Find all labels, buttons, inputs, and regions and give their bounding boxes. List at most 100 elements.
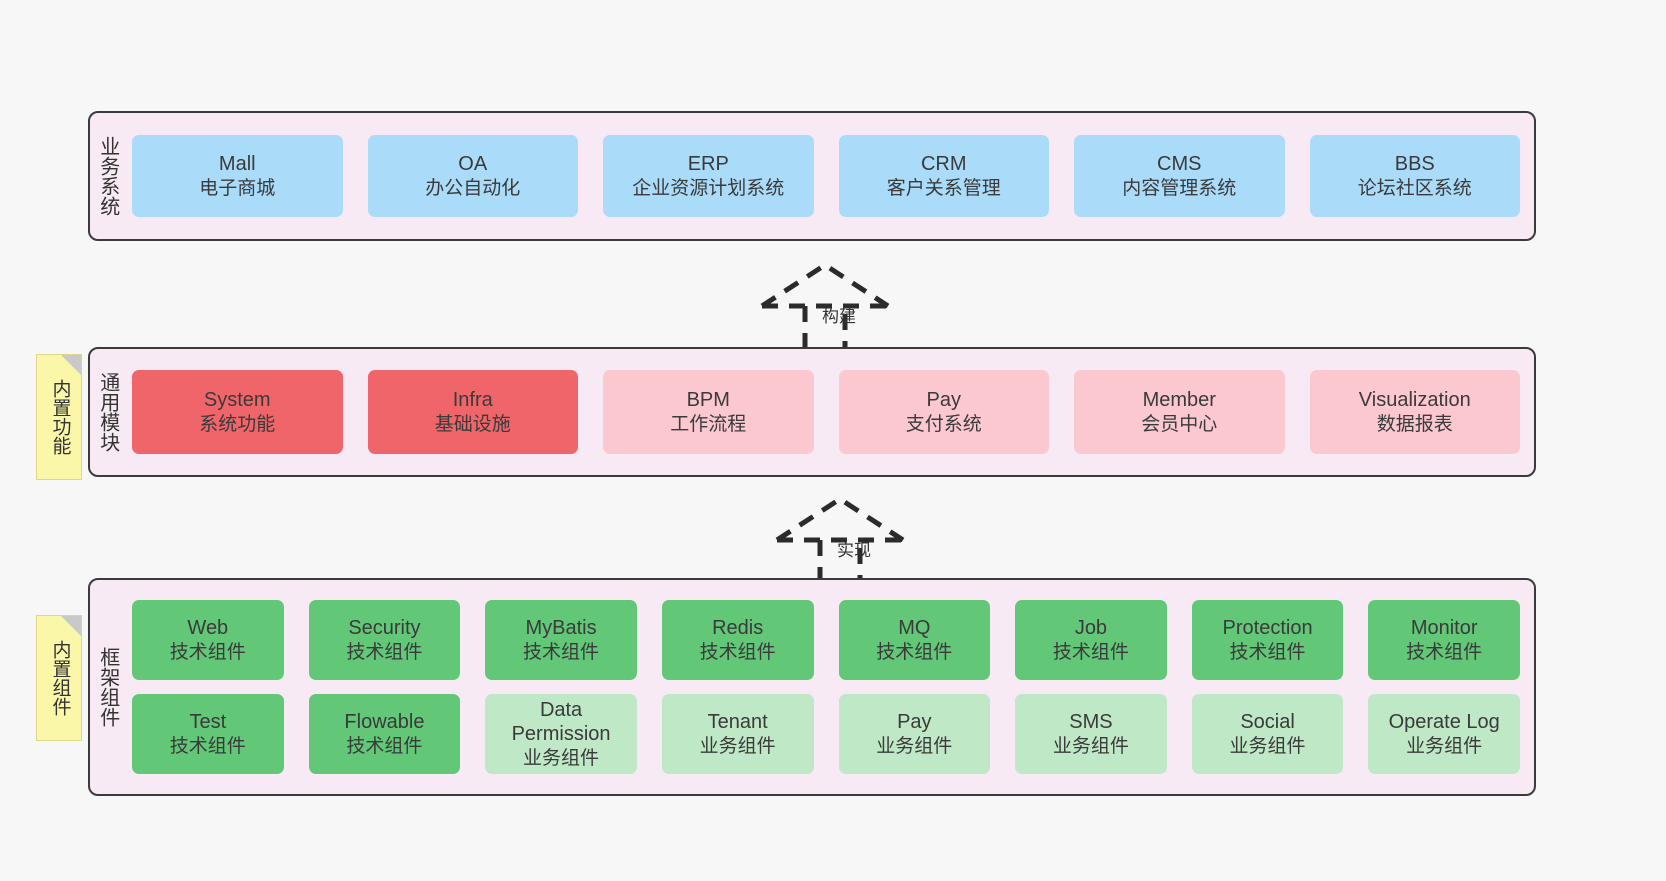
note-builtin-component: 内置组件 — [36, 615, 82, 741]
node-subtitle: 技术组件 — [1229, 641, 1306, 663]
layer-title-business-system: 业务系统 — [96, 136, 119, 216]
node-row: System 系统功能 Infra 基础设施 BPM 工作流程 Pay 支付系统… — [132, 370, 1520, 454]
node-title: OA — [458, 153, 488, 176]
node-subtitle: 业务组件 — [876, 735, 953, 757]
node-subtitle: 技术组件 — [1052, 641, 1129, 663]
node-crm[interactable]: CRM 客户关系管理 — [838, 135, 1049, 217]
layer-body-framework-component: Web 技术组件 Security 技术组件 MyBatis 技术组件 Redi… — [124, 580, 1534, 794]
node-title: Pay — [897, 711, 932, 734]
node-subtitle: 技术组件 — [169, 735, 246, 757]
node-visualization[interactable]: Visualization 数据报表 — [1309, 370, 1520, 454]
layer-body-common-module: System 系统功能 Infra 基础设施 BPM 工作流程 Pay 支付系统… — [124, 349, 1534, 475]
node-bbs[interactable]: BBS 论坛社区系统 — [1309, 135, 1520, 217]
node-mybatis[interactable]: MyBatis 技术组件 — [485, 600, 637, 680]
node-bpm[interactable]: BPM 工作流程 — [603, 370, 814, 454]
arrow-implement-label: 实现 — [837, 541, 871, 560]
node-tenant[interactable]: Tenant 业务组件 — [661, 694, 814, 774]
arrow-implement: 实现 — [770, 492, 920, 589]
node-title: Data Permission — [511, 699, 611, 746]
node-subtitle: 业务组件 — [1229, 735, 1306, 757]
node-subtitle: 业务组件 — [523, 747, 600, 769]
node-oa[interactable]: OA 办公自动化 — [367, 135, 578, 217]
node-title: Tenant — [707, 711, 768, 734]
layer-business-system: 业务系统 Mall 电子商城 OA 办公自动化 ERP 企业资源计划系统 CRM… — [88, 111, 1536, 241]
node-test[interactable]: Test 技术组件 — [132, 694, 284, 774]
node-row: Web 技术组件 Security 技术组件 MyBatis 技术组件 Redi… — [132, 600, 1520, 680]
node-title: Protection — [1222, 617, 1313, 640]
node-subtitle: 企业资源计划系统 — [632, 177, 785, 199]
node-security[interactable]: Security 技术组件 — [308, 600, 461, 680]
layer-body-business-system: Mall 电子商城 OA 办公自动化 ERP 企业资源计划系统 CRM 客户关系… — [124, 113, 1534, 239]
node-title: Monitor — [1410, 617, 1478, 640]
node-title: CMS — [1157, 153, 1202, 176]
node-system[interactable]: System 系统功能 — [132, 370, 343, 454]
node-title: Member — [1142, 389, 1216, 412]
node-title: Redis — [712, 617, 764, 640]
node-title: ERP — [687, 153, 729, 176]
node-title: MQ — [898, 617, 931, 640]
node-job[interactable]: Job 技术组件 — [1015, 600, 1167, 680]
node-title: MyBatis — [525, 617, 597, 640]
note-builtin-function: 内置功能 — [36, 354, 82, 480]
node-title: BBS — [1394, 153, 1435, 176]
node-data-permission[interactable]: Data Permission 业务组件 — [485, 694, 637, 774]
node-mall[interactable]: Mall 电子商城 — [132, 135, 343, 217]
node-subtitle: 数据报表 — [1376, 413, 1453, 435]
node-subtitle: 系统功能 — [199, 413, 276, 435]
node-operate-log[interactable]: Operate Log 业务组件 — [1368, 694, 1520, 774]
node-subtitle: 业务组件 — [1406, 735, 1483, 757]
node-flowable[interactable]: Flowable 技术组件 — [308, 694, 461, 774]
node-title: Test — [189, 711, 227, 734]
node-sms[interactable]: SMS 业务组件 — [1015, 694, 1167, 774]
node-subtitle: 技术组件 — [346, 641, 423, 663]
node-infra[interactable]: Infra 基础设施 — [367, 370, 578, 454]
layer-title-common-module: 通用模块 — [96, 372, 119, 452]
note-builtin-function-label: 内置功能 — [49, 379, 71, 455]
node-member[interactable]: Member 会员中心 — [1074, 370, 1285, 454]
node-social[interactable]: Social 业务组件 — [1191, 694, 1344, 774]
node-subtitle: 业务组件 — [699, 735, 776, 757]
node-pay[interactable]: Pay 支付系统 — [838, 370, 1049, 454]
node-title: Security — [348, 617, 421, 640]
node-erp[interactable]: ERP 企业资源计划系统 — [603, 135, 814, 217]
node-title: Web — [187, 617, 229, 640]
node-title: Pay — [926, 389, 961, 412]
node-protection[interactable]: Protection 技术组件 — [1191, 600, 1344, 680]
note-fold-corner-icon — [61, 355, 81, 375]
node-subtitle: 工作流程 — [670, 413, 747, 435]
node-title: Job — [1074, 617, 1108, 640]
note-fold-corner-icon — [61, 616, 81, 636]
node-subtitle: 内容管理系统 — [1122, 177, 1237, 199]
node-mq[interactable]: MQ 技术组件 — [838, 600, 991, 680]
node-subtitle: 技术组件 — [699, 641, 776, 663]
node-cms[interactable]: CMS 内容管理系统 — [1074, 135, 1285, 217]
node-redis[interactable]: Redis 技术组件 — [661, 600, 814, 680]
node-subtitle: 论坛社区系统 — [1357, 177, 1472, 199]
layer-common-module: 通用模块 System 系统功能 Infra 基础设施 BPM 工作流程 Pay… — [88, 347, 1536, 477]
node-row: Mall 电子商城 OA 办公自动化 ERP 企业资源计划系统 CRM 客户关系… — [132, 135, 1520, 217]
node-subtitle: 技术组件 — [169, 641, 246, 663]
node-monitor[interactable]: Monitor 技术组件 — [1368, 600, 1520, 680]
node-title: Infra — [452, 389, 493, 412]
node-subtitle: 支付系统 — [905, 413, 982, 435]
node-row: Test 技术组件 Flowable 技术组件 Data Permission … — [132, 694, 1520, 774]
node-subtitle: 基础设施 — [434, 413, 511, 435]
arrow-build-label: 构建 — [822, 307, 856, 326]
node-title: Social — [1240, 711, 1295, 734]
node-subtitle: 办公自动化 — [425, 177, 521, 199]
node-web[interactable]: Web 技术组件 — [132, 600, 284, 680]
node-subtitle: 技术组件 — [1406, 641, 1483, 663]
note-builtin-component-label: 内置组件 — [49, 640, 71, 716]
node-title: BPM — [686, 389, 730, 412]
node-pay-business[interactable]: Pay 业务组件 — [838, 694, 991, 774]
node-title: System — [203, 389, 271, 412]
node-subtitle: 技术组件 — [523, 641, 600, 663]
node-subtitle: 客户关系管理 — [886, 177, 1001, 199]
node-title: Mall — [218, 153, 256, 176]
node-subtitle: 技术组件 — [876, 641, 953, 663]
node-title: Flowable — [344, 711, 425, 734]
node-subtitle: 业务组件 — [1052, 735, 1129, 757]
node-subtitle: 会员中心 — [1141, 413, 1218, 435]
node-title: Visualization — [1358, 389, 1471, 412]
